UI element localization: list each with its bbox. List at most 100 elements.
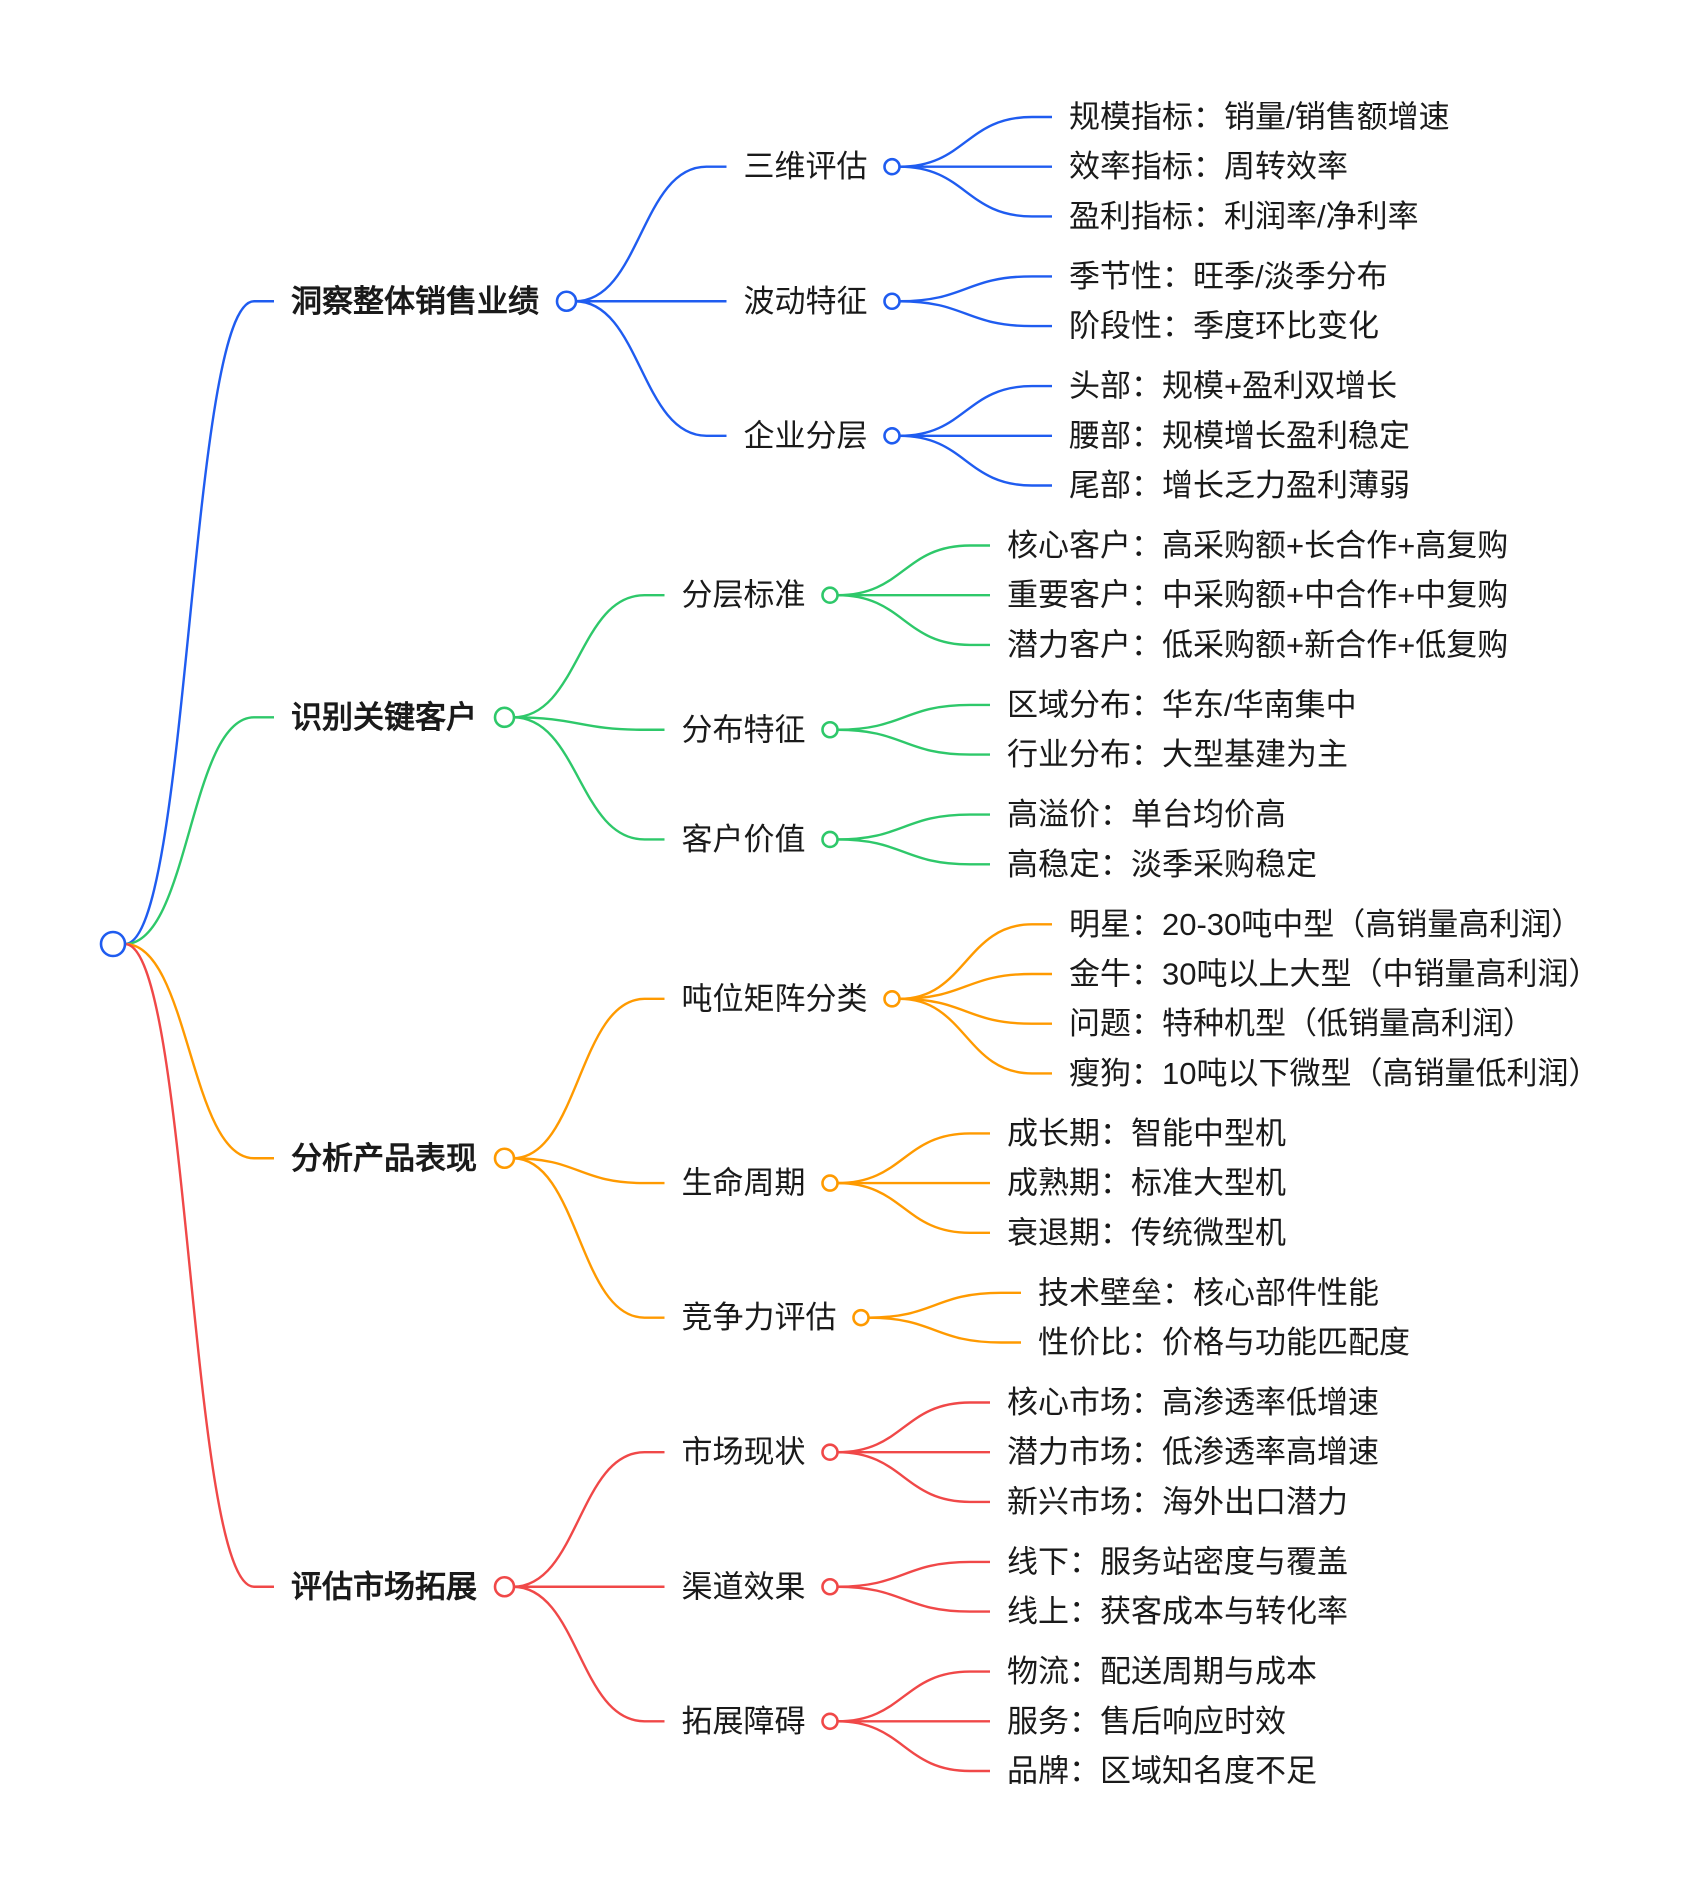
branch-topic[interactable]: 评估市场拓展 xyxy=(291,1569,477,1604)
collapse-toggle-icon[interactable] xyxy=(883,157,901,176)
leaf-topic[interactable]: 成长期：智能中型机 xyxy=(1007,1116,1286,1151)
subtopic[interactable]: 渠道效果 xyxy=(682,1569,806,1604)
leaf-topic[interactable]: 潜力客户：低采购额+新合作+低复购 xyxy=(1007,627,1508,662)
root-link xyxy=(124,300,274,946)
leaf-link xyxy=(837,1560,990,1588)
branch-link xyxy=(512,594,665,719)
leaf-topic[interactable]: 高稳定：淡季采购稳定 xyxy=(1007,847,1317,882)
branch-topic[interactable]: 洞察整体销售业绩 xyxy=(291,284,539,319)
collapse-toggle-icon[interactable] xyxy=(883,426,901,445)
leaf-link xyxy=(899,997,1052,1025)
leaf-link xyxy=(899,923,1052,1001)
root-link xyxy=(124,716,274,946)
branch-link xyxy=(512,716,665,731)
branch-link xyxy=(512,1157,665,1185)
leaf-topic[interactable]: 重要客户：中采购额+中合作+中复购 xyxy=(1007,578,1508,613)
branch-topic[interactable]: 识别关键客户 xyxy=(291,700,477,735)
root-node-icon[interactable] xyxy=(99,930,127,958)
leaf-topic[interactable]: 新兴市场：海外出口潜力 xyxy=(1007,1484,1348,1519)
leaf-topic[interactable]: 盈利指标：利润率/净利率 xyxy=(1069,199,1419,234)
leaf-link xyxy=(837,813,990,841)
subtopic[interactable]: 分布特征 xyxy=(682,712,806,747)
leaf-topic[interactable]: 服务：售后响应时效 xyxy=(1007,1704,1286,1739)
leaf-topic[interactable]: 潜力市场：低渗透率高增速 xyxy=(1007,1435,1379,1470)
leaf-topic[interactable]: 区域分布：华东/华南集中 xyxy=(1007,687,1357,722)
collapse-toggle-icon[interactable] xyxy=(821,720,839,739)
leaf-link xyxy=(899,115,1052,168)
branch-link xyxy=(512,997,665,1160)
leaf-link xyxy=(899,434,1052,487)
leaf-topic[interactable]: 瘦狗：10吨以下微型（高销量低利润） xyxy=(1069,1056,1599,1091)
leaf-topic[interactable]: 头部：规模+盈利双增长 xyxy=(1069,369,1397,404)
leaf-topic[interactable]: 品牌：区域知名度不足 xyxy=(1007,1754,1317,1789)
leaf-topic[interactable]: 核心客户：高采购额+长合作+高复购 xyxy=(1007,528,1508,563)
subtopic[interactable]: 吨位矩阵分类 xyxy=(682,981,868,1016)
branch-link xyxy=(512,716,665,841)
collapse-toggle-icon[interactable] xyxy=(821,1712,839,1731)
branch-link xyxy=(512,1157,665,1319)
leaf-link xyxy=(837,1670,990,1723)
leaf-topic[interactable]: 物流：配送周期与成本 xyxy=(1007,1654,1317,1689)
connector-lines xyxy=(124,115,1052,1773)
leaf-topic[interactable]: 核心市场：高渗透率低增速 xyxy=(1007,1385,1379,1420)
subtopic[interactable]: 竞争力评估 xyxy=(682,1300,837,1335)
branch-topic[interactable]: 分析产品表现 xyxy=(291,1141,477,1176)
collapse-toggle-icon[interactable] xyxy=(493,1147,516,1170)
leaf-topic[interactable]: 腰部：规模增长盈利稳定 xyxy=(1069,418,1410,453)
collapse-toggle-icon[interactable] xyxy=(821,1577,839,1596)
leaf-link xyxy=(837,1401,990,1454)
leaf-topic[interactable]: 阶段性：季度环比变化 xyxy=(1069,309,1379,344)
leaf-topic[interactable]: 明星：20-30吨中型（高销量高利润） xyxy=(1069,907,1582,942)
subtopic[interactable]: 市场现状 xyxy=(682,1435,806,1470)
leaf-topic[interactable]: 衰退期：传统微型机 xyxy=(1007,1215,1286,1250)
collapse-toggle-icon[interactable] xyxy=(883,990,901,1008)
leaf-link xyxy=(837,1585,990,1613)
leaf-topic[interactable]: 线下：服务站密度与覆盖 xyxy=(1007,1544,1348,1579)
branch-link xyxy=(512,1585,665,1723)
leaf-link xyxy=(868,1291,1021,1319)
subtopic[interactable]: 客户价值 xyxy=(682,822,806,857)
leaf-topic[interactable]: 规模指标：销量/销售额增速 xyxy=(1069,100,1450,135)
collapse-toggle-icon[interactable] xyxy=(821,1443,839,1461)
leaf-topic[interactable]: 金牛：30吨以上大型（中销量高利润） xyxy=(1069,957,1599,992)
leaf-link xyxy=(899,165,1052,218)
branch-link xyxy=(574,165,727,303)
leaf-topic[interactable]: 高溢价：单台均价高 xyxy=(1007,797,1286,832)
leaf-link xyxy=(837,1181,990,1234)
subtopic[interactable]: 三维评估 xyxy=(744,149,868,184)
subtopic[interactable]: 企业分层 xyxy=(744,418,868,453)
leaf-topic[interactable]: 性价比：价格与功能匹配度 xyxy=(1038,1325,1410,1360)
leaf-topic[interactable]: 效率指标：周转效率 xyxy=(1069,149,1348,184)
collapse-toggle-icon[interactable] xyxy=(493,706,516,729)
subtopic[interactable]: 拓展障碍 xyxy=(682,1704,806,1739)
leaf-topic[interactable]: 成熟期：标准大型机 xyxy=(1007,1166,1286,1201)
leaf-link xyxy=(837,728,990,756)
leaf-topic[interactable]: 技术壁垒：核心部件性能 xyxy=(1038,1275,1379,1310)
collapse-toggle-icon[interactable] xyxy=(821,830,839,849)
collapse-toggle-icon[interactable] xyxy=(821,586,839,605)
leaf-topic[interactable]: 线上：获客成本与转化率 xyxy=(1007,1594,1348,1629)
branch-link xyxy=(512,1451,665,1588)
leaf-link xyxy=(899,275,1052,303)
leaf-link xyxy=(899,384,1052,437)
collapse-toggle-icon[interactable] xyxy=(821,1174,839,1192)
subtopic[interactable]: 分层标准 xyxy=(682,578,806,613)
collapse-toggle-icon[interactable] xyxy=(555,290,578,313)
leaf-link xyxy=(899,972,1052,1001)
collapse-toggle-icon[interactable] xyxy=(883,292,901,311)
subtopic[interactable]: 生命周期 xyxy=(682,1166,806,1201)
leaf-link xyxy=(837,703,990,731)
root-link xyxy=(124,942,274,1160)
leaf-topic[interactable]: 行业分布：大型基建为主 xyxy=(1007,737,1348,772)
leaf-topic[interactable]: 季节性：旺季/淡季分布 xyxy=(1069,259,1388,294)
collapse-toggle-icon[interactable] xyxy=(852,1308,870,1327)
leaf-link xyxy=(899,300,1052,328)
nodes: 洞察整体销售业绩 三维评估 规模指标：销量/销售额增速效率指标：周转效率盈利指标：利… xyxy=(99,100,1599,1789)
leaf-topic[interactable]: 问题：特种机型（低销量高利润） xyxy=(1069,1006,1534,1041)
collapse-toggle-icon[interactable] xyxy=(493,1575,516,1598)
leaf-link xyxy=(837,1451,990,1504)
subtopic[interactable]: 波动特征 xyxy=(744,284,868,319)
leaf-topic[interactable]: 尾部：增长乏力盈利薄弱 xyxy=(1069,468,1410,503)
leaf-link xyxy=(868,1316,1021,1344)
